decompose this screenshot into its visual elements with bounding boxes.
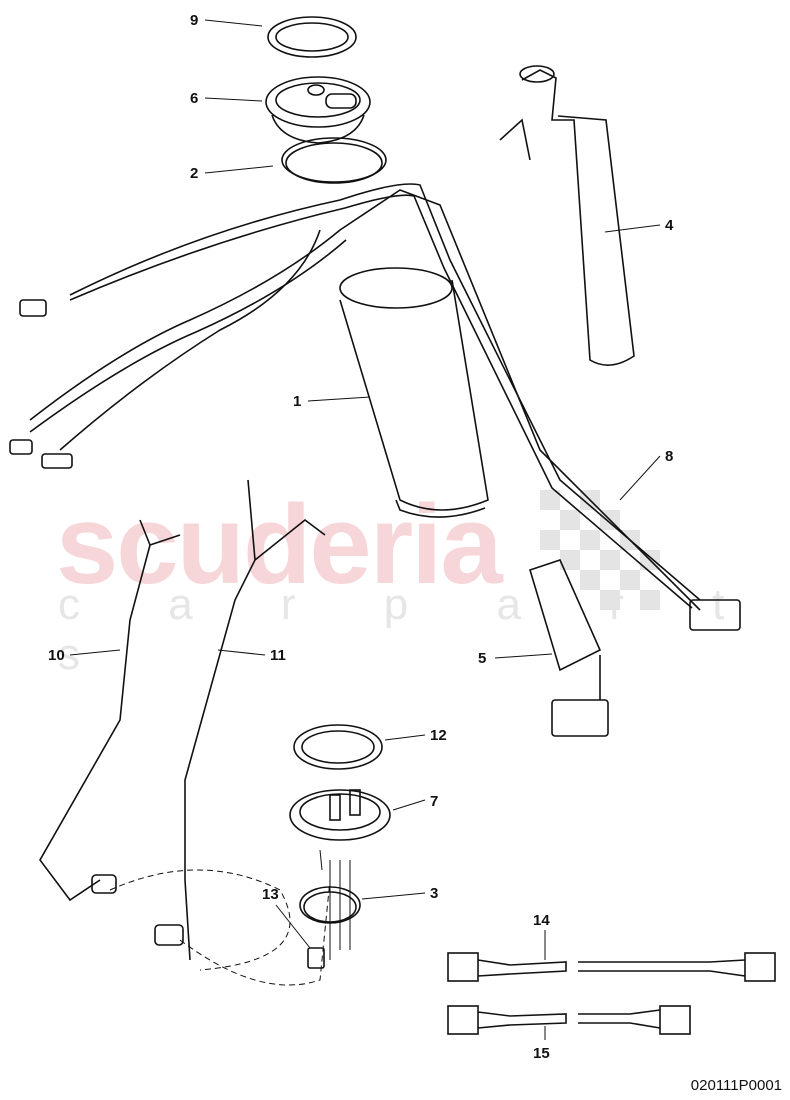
part-3-seal-ring [299, 886, 361, 924]
callout-14: 14 [533, 912, 550, 929]
part-7-flange-bottom [289, 789, 391, 960]
part-5-level-sender [529, 559, 609, 737]
callout-8: 8 [665, 448, 674, 465]
part-11-hose [154, 479, 326, 961]
document-id: 020111P0001 [690, 1077, 782, 1094]
part-12-retaining-ring [293, 724, 383, 770]
callout-6: 6 [190, 90, 199, 107]
assembly-dashed-line [179, 879, 331, 986]
callout-11: 11 [270, 647, 286, 664]
part-14-cable [447, 952, 776, 982]
callout-2: 2 [190, 165, 199, 182]
part-10-hose [39, 519, 181, 902]
callout-10: 10 [48, 647, 65, 664]
callout-15: 15 [533, 1045, 550, 1062]
part-6-flange-cover [265, 76, 371, 144]
part-15-cable [447, 1005, 691, 1035]
callout-13: 13 [262, 886, 279, 903]
part-1-fuel-pump-module [339, 267, 489, 518]
callout-5: 5 [478, 650, 487, 667]
callout-9: 9 [190, 12, 199, 29]
assembly-dashed-line [109, 869, 291, 971]
callout-3: 3 [430, 885, 439, 902]
part-4-filler-pipe [499, 65, 635, 366]
watermark-brand: scuderia [56, 482, 503, 607]
part-9-retaining-ring [267, 16, 357, 58]
callout-7: 7 [430, 793, 439, 810]
callout-12: 12 [430, 727, 447, 744]
part-8-fuel-lines [9, 183, 741, 631]
callout-4: 4 [665, 217, 674, 234]
part-2-seal-ring [281, 137, 387, 184]
part-13-clip [307, 947, 325, 969]
leader-lines [69, 19, 661, 1040]
callout-1: 1 [293, 393, 302, 410]
